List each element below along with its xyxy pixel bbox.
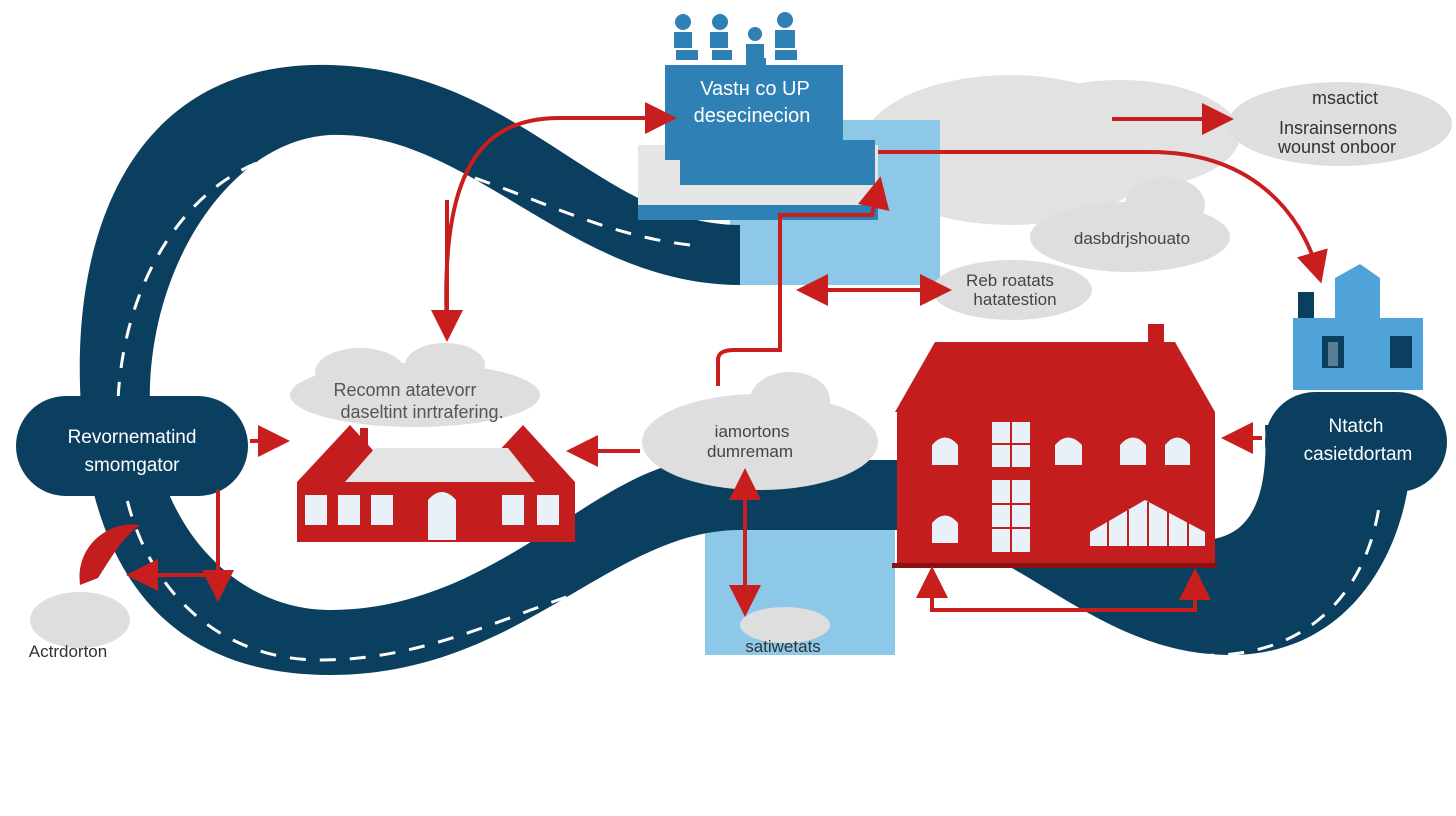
arrow-top-box-to-right-building	[878, 150, 1328, 284]
building-blue-right	[1293, 264, 1423, 390]
top-right-line1: msactict	[1312, 88, 1378, 108]
cloud-right-mid-line1: Reb roatats	[966, 271, 1054, 290]
flow-arrows	[126, 102, 1328, 617]
left-pill-line2: smomgator	[84, 455, 180, 476]
labels: Vastн co UP desecinecion msactict Insrai…	[29, 78, 1413, 661]
cloud-bottom-center	[740, 607, 830, 643]
arrow-center-up-to-box	[716, 176, 890, 386]
top-box-line1: Vastн co UP	[700, 78, 810, 100]
bottom-left-label: Actrdorton	[29, 642, 107, 661]
right-pill-line1: Ntatch	[1329, 416, 1384, 437]
cloud-right-mid-line2: hatatestion	[973, 290, 1056, 309]
cloud-top-right-bubble	[1228, 82, 1452, 166]
top-right-line2: Insrainsernons	[1279, 118, 1397, 138]
red-swoosh-icon	[79, 524, 140, 585]
road-center-dashes	[116, 148, 1382, 662]
top-box-line2: desecinecion	[694, 105, 811, 127]
left-pill-line1: Revornematind	[68, 427, 197, 448]
cloud-right-upper	[1030, 177, 1230, 272]
left-cloud-line2: daseltint inrtrafering.	[340, 402, 503, 422]
cloud-right-mid	[932, 260, 1092, 320]
top-right-line3: wounst onboor	[1277, 137, 1396, 157]
bottom-center-label: satiwetats	[745, 637, 821, 656]
left-pill	[16, 396, 248, 496]
house-left	[297, 425, 575, 542]
center-cloud-line2: dumremam	[707, 442, 793, 461]
right-pill	[1265, 392, 1447, 492]
cloud-bottom-left	[30, 592, 130, 648]
house-right	[892, 324, 1217, 568]
people-icons	[674, 12, 797, 66]
center-cloud-line1: iamortons	[715, 422, 790, 441]
cloud-center	[642, 372, 878, 490]
cloud-left-house	[290, 343, 540, 427]
right-pill-line2: casietdortam	[1304, 444, 1413, 465]
left-cloud-line1: Recomn atatevorr	[333, 380, 476, 400]
cloud-right-upper-label: dasbdrjshouato	[1074, 229, 1190, 248]
